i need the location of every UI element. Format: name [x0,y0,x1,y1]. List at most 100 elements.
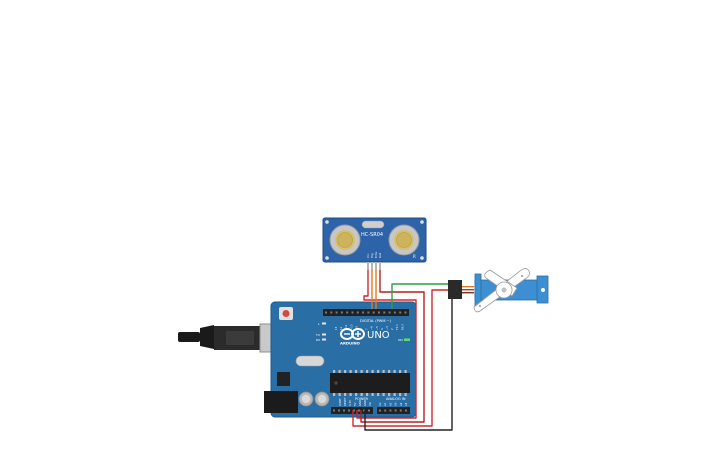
power-pin-5[interactable] [358,409,360,412]
analog-pin-3[interactable] [394,409,397,412]
analog-pin-0[interactable] [379,409,381,412]
analog-pin-label: A5 [404,402,408,406]
analog-header[interactable] [377,407,410,414]
digital-pin-label: 13 [334,326,338,330]
sensor-pin-label: Echo [374,251,378,258]
sensor-pin-label: Trig [370,253,374,258]
rx-led [322,338,326,341]
power-header-label: POWER [355,397,369,401]
analog-pin-label: A0 [378,402,382,406]
sensor-crystal [361,220,385,229]
wire-servo-signal[interactable] [391,283,452,309]
digital-pin-label: TX 1 [395,324,399,330]
digital-pin-label: ~3 [385,326,389,330]
digital-pin-6[interactable] [356,311,359,314]
power-pin-3[interactable] [348,409,350,412]
atmega-chip [330,373,410,393]
analog-pin-label: A2 [388,402,392,406]
sensor-pin-3[interactable] [379,262,381,270]
digital-pin-3[interactable] [340,311,343,314]
digital-header[interactable] [323,309,409,316]
power-pin-label: 5V [353,402,357,406]
usb-cable[interactable] [178,323,279,353]
sensor-pins[interactable] [367,262,381,270]
digital-pin-7[interactable] [362,311,365,314]
sensor-model-label: HC-SR04 [361,232,383,238]
digital-pin-5[interactable] [351,311,354,314]
digital-pin-13[interactable] [393,311,396,314]
analog-header-label: ANALOG IN [386,397,406,401]
power-pin-label: GND [363,400,367,406]
digital-pin-10[interactable] [378,311,380,314]
servo-lead-ground [462,292,474,294]
digital-pin-label: RX 0 [400,324,404,330]
digital-pin-8[interactable] [367,311,370,314]
transmitter-icon [329,224,361,256]
digital-pin-label: ~9 [354,326,358,330]
wire-servo-ground[interactable] [364,296,453,431]
analog-pin-5[interactable] [405,409,407,412]
sensor-pin-label: Vcc [366,253,370,258]
digital-pin-label: ~6 [370,326,374,330]
arduino-brand-text: ARDUINO [340,341,361,346]
arduino-logo-icon [340,328,365,340]
digital-pin-2[interactable] [335,311,338,314]
sensor-pin-0[interactable] [367,262,369,270]
digital-pin-4[interactable] [346,311,349,314]
digital-label: DIGITAL (PWM ~) [360,319,392,323]
digital-pin-11[interactable] [383,311,386,314]
servo-motor[interactable] [448,268,549,313]
digital-pin-label: ~5 [375,326,379,330]
analog-pin-1[interactable] [384,409,387,412]
digital-pin-label: 7 [365,328,369,330]
sensor-logo-text: R [413,254,416,259]
digital-pin-15[interactable] [404,311,407,314]
servo-lead-signal [462,286,474,288]
power-pin-7[interactable] [368,409,370,412]
power-jack[interactable] [264,391,298,413]
power-header[interactable] [331,407,373,414]
chip-notch [334,381,338,385]
digital-pin-14[interactable] [399,311,402,314]
digital-pin-1[interactable] [330,311,333,314]
analog-pin-4[interactable] [399,409,402,412]
capacitor-right-top [317,394,327,404]
uno-logo-text: UNO [367,330,390,341]
receiver-icon [388,224,420,256]
servo-mount-hole [541,288,545,292]
digital-pin-label: 12 [339,326,343,330]
power-pin-label: IOREF [338,398,342,406]
tx-led-label: TX [315,333,320,337]
l-led-label: L [318,322,320,326]
power-pin-label: RESET [343,397,347,406]
power-pin-0[interactable] [333,409,335,412]
digital-pin-label: 4 [380,328,384,330]
power-pin-6[interactable] [363,409,365,412]
wire-servo-power[interactable] [352,289,452,427]
analog-pin-row [379,409,407,412]
analog-pin-2[interactable] [389,409,392,412]
power-pin-1[interactable] [338,409,340,412]
analog-pin-label: A1 [383,402,387,406]
power-pin-2[interactable] [343,409,345,412]
wire-sensor-gnd[interactable] [360,270,425,423]
sensor-pin-2[interactable] [375,262,377,270]
servo-horn-icon[interactable] [473,268,530,313]
servo-connector[interactable] [448,280,462,299]
digital-pin-9[interactable] [372,311,375,314]
digital-pin-12[interactable] [388,311,391,314]
analog-pin-label: A4 [399,402,403,406]
servo-lead-power [462,289,474,291]
digital-pin-0[interactable] [325,311,327,314]
on-led-label: ON [398,338,403,342]
sensor-pin-1[interactable] [371,262,373,270]
wire-sensor-vcc[interactable] [356,270,417,419]
tx-led [322,333,326,336]
power-pin-4[interactable] [353,409,355,412]
